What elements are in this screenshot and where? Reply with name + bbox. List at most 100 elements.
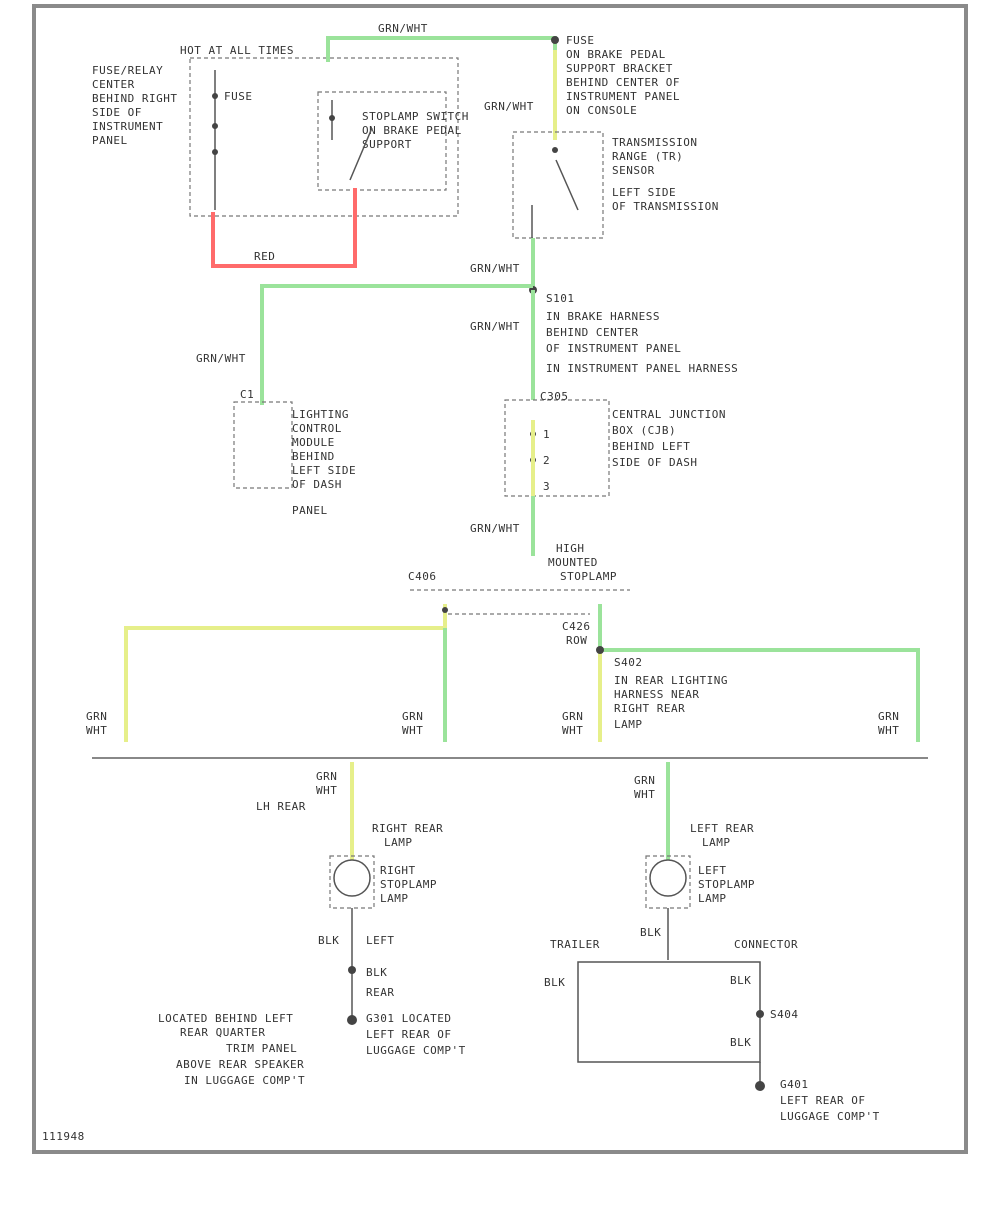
low-left-line-1: GRN bbox=[316, 770, 337, 783]
lr-lamp-line-5: LAMP bbox=[698, 892, 727, 905]
brake-switch-line-2: ON BRAKE PEDAL bbox=[362, 124, 462, 137]
hmsl-line-2: MOUNTED bbox=[548, 556, 598, 569]
rr-lamp-outline bbox=[329, 855, 375, 909]
left-branch-splice bbox=[442, 607, 448, 613]
rbox-line-6: BLK bbox=[730, 1036, 751, 1049]
low-left-line-2: WHT bbox=[316, 784, 337, 797]
blk-line-1: BLK bbox=[318, 934, 339, 947]
left-module-wire bbox=[260, 284, 533, 405]
cjb-conn: C305 bbox=[540, 390, 569, 403]
hot-at-all-times-label: HOT AT ALL TIMES bbox=[180, 44, 294, 57]
s402-line-1: S402 bbox=[614, 656, 643, 669]
wire-label-f: WHT bbox=[562, 724, 583, 737]
top-right-splice bbox=[551, 36, 559, 44]
cjb-line-3: BEHIND LEFT bbox=[612, 440, 690, 453]
left-module-line-4: BEHIND bbox=[292, 450, 335, 463]
wire-label-g: GRN bbox=[878, 710, 899, 723]
left-note-line-3: TRIM PANEL bbox=[226, 1042, 297, 1055]
tr-sensor-pin bbox=[552, 147, 558, 153]
tr-sensor-line-4: LEFT SIDE bbox=[612, 186, 676, 199]
wire-label-c: GRN bbox=[402, 710, 423, 723]
g401-line-2: LEFT REAR OF bbox=[780, 1094, 865, 1107]
fuse-label: FUSE bbox=[224, 90, 253, 103]
fuse-pin-2 bbox=[212, 123, 218, 129]
cjb-line-1: CENTRAL JUNCTION bbox=[612, 408, 726, 421]
rr-ground-splice-1 bbox=[348, 966, 356, 974]
blk-line-4: REAR bbox=[366, 986, 395, 999]
red-wire bbox=[211, 188, 357, 268]
tr-sensor-line-1: TRANSMISSION bbox=[612, 136, 697, 149]
s404-splice bbox=[756, 1010, 764, 1018]
left-module-line-7: PANEL bbox=[292, 504, 328, 517]
left-branch-wire bbox=[124, 604, 447, 742]
g401-line-1: G401 bbox=[780, 1078, 809, 1091]
right-branch-splice bbox=[596, 646, 604, 654]
lr-blk-label: BLK bbox=[640, 926, 661, 939]
tr-sensor-arm bbox=[555, 159, 579, 211]
g401-point bbox=[755, 1081, 765, 1091]
left-note-line-5: IN LUGGAGE COMP'T bbox=[184, 1074, 305, 1087]
rbox-line-2: CONNECTOR bbox=[734, 938, 798, 951]
fuse-pin-1 bbox=[212, 93, 218, 99]
grn-left-mid-label: GRN/WHT bbox=[470, 320, 520, 333]
grn-mid-label: GRN/WHT bbox=[484, 100, 534, 113]
fuse-block-line-5: INSTRUMENT bbox=[92, 120, 163, 133]
top-right-line-3: SUPPORT BRACKET bbox=[566, 62, 673, 75]
figure-number: 111948 bbox=[42, 1130, 85, 1143]
rear-harness-label: C406 bbox=[408, 570, 437, 583]
fuse-block-line-1: FUSE/RELAY bbox=[92, 64, 163, 77]
left-module-line-1: LIGHTING bbox=[292, 408, 349, 421]
lh-conn-line-1: C426 bbox=[562, 620, 591, 633]
top-right-line-1: FUSE bbox=[566, 34, 595, 47]
g401-line-3: LUGGAGE COMP'T bbox=[780, 1110, 880, 1123]
rr-lamp-line-4: STOPLAMP bbox=[380, 878, 437, 891]
rbox-line-5: S404 bbox=[770, 1008, 799, 1021]
cjb-pin-2-label: 2 bbox=[543, 454, 550, 467]
blk-line-2: LEFT bbox=[366, 934, 395, 947]
g301-line-1: G301 LOCATED bbox=[366, 1012, 451, 1025]
left-module-line-3: MODULE bbox=[292, 436, 335, 449]
fuse-box-outline bbox=[189, 57, 459, 217]
wire-label-a: GRN bbox=[86, 710, 107, 723]
splice-line-1: S101 bbox=[546, 292, 575, 305]
cjb-line-2: BOX (CJB) bbox=[612, 424, 676, 437]
rr-lamp-line-2: LAMP bbox=[384, 836, 413, 849]
diagram-frame bbox=[32, 4, 968, 1154]
right-branch-wire bbox=[598, 604, 920, 742]
s402-line-3: HARNESS NEAR bbox=[614, 688, 699, 701]
red-wire-label: RED bbox=[254, 250, 275, 263]
lr-lamp-line-1: LEFT REAR bbox=[690, 822, 754, 835]
left-module-line-5: LEFT SIDE bbox=[292, 464, 356, 477]
splice-line-3: BEHIND CENTER bbox=[546, 326, 639, 339]
s402-line-4: RIGHT REAR bbox=[614, 702, 685, 715]
lr-lamp-line-2: LAMP bbox=[702, 836, 731, 849]
brake-switch-pin bbox=[329, 115, 335, 121]
left-note-line-2: REAR QUARTER bbox=[180, 1026, 265, 1039]
brake-switch-outline bbox=[317, 91, 447, 191]
left-module-conn: GRN/WHT bbox=[196, 352, 246, 365]
fuse-block-line-2: CENTER bbox=[92, 78, 135, 91]
top-right-line-4: BEHIND CENTER OF bbox=[566, 76, 680, 89]
hmsl-line-1: HIGH bbox=[556, 542, 585, 555]
top-right-line-6: ON CONSOLE bbox=[566, 104, 637, 117]
brake-switch-line-1: STOPLAMP SWITCH bbox=[362, 110, 469, 123]
hmsl-line-3: STOPLAMP bbox=[560, 570, 617, 583]
g301-line-3: LUGGAGE COMP'T bbox=[366, 1044, 466, 1057]
left-module-outline bbox=[233, 401, 293, 489]
splice-line-5: IN INSTRUMENT PANEL HARNESS bbox=[546, 362, 738, 375]
rr-lamp-line-5: LAMP bbox=[380, 892, 409, 905]
g301-line-2: LEFT REAR OF bbox=[366, 1028, 451, 1041]
tr-sensor-line-2: RANGE (TR) bbox=[612, 150, 683, 163]
cjb-line-4: SIDE OF DASH bbox=[612, 456, 697, 469]
tr-sensor-outline bbox=[512, 131, 604, 239]
brake-switch-arm bbox=[349, 127, 373, 181]
grn-lower-label: GRN/WHT bbox=[470, 522, 520, 535]
rr-lamp-line-3: RIGHT bbox=[380, 864, 416, 877]
cjb-outline bbox=[504, 399, 610, 497]
left-module-line-6: OF DASH bbox=[292, 478, 342, 491]
rbox-line-4: BLK bbox=[730, 974, 751, 987]
lr-lamp-line-4: STOPLAMP bbox=[698, 878, 755, 891]
wire-label-h: WHT bbox=[878, 724, 899, 737]
rr-ground-point bbox=[347, 1015, 357, 1025]
